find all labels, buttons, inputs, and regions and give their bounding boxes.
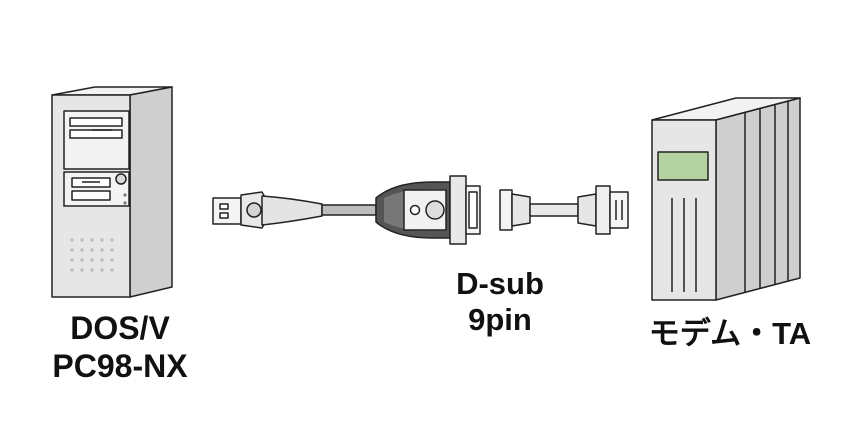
pc-label-line1: DOS/V xyxy=(70,310,170,346)
pc-label: DOS/V PC98-NX xyxy=(20,312,220,388)
usb-serial-cable-icon xyxy=(212,175,481,245)
dsub-gender-adapter-icon xyxy=(499,185,629,235)
connector-label: D-sub 9pin xyxy=(420,268,580,340)
desktop-tower-pc-icon xyxy=(51,86,173,298)
modem-label: モデム・TA xyxy=(648,316,812,351)
pc-label-line2: PC98-NX xyxy=(52,348,188,384)
modem-tower-icon xyxy=(651,97,801,301)
connector-label-line2: 9pin xyxy=(468,302,532,337)
connector-label-line1: D-sub xyxy=(456,266,544,301)
